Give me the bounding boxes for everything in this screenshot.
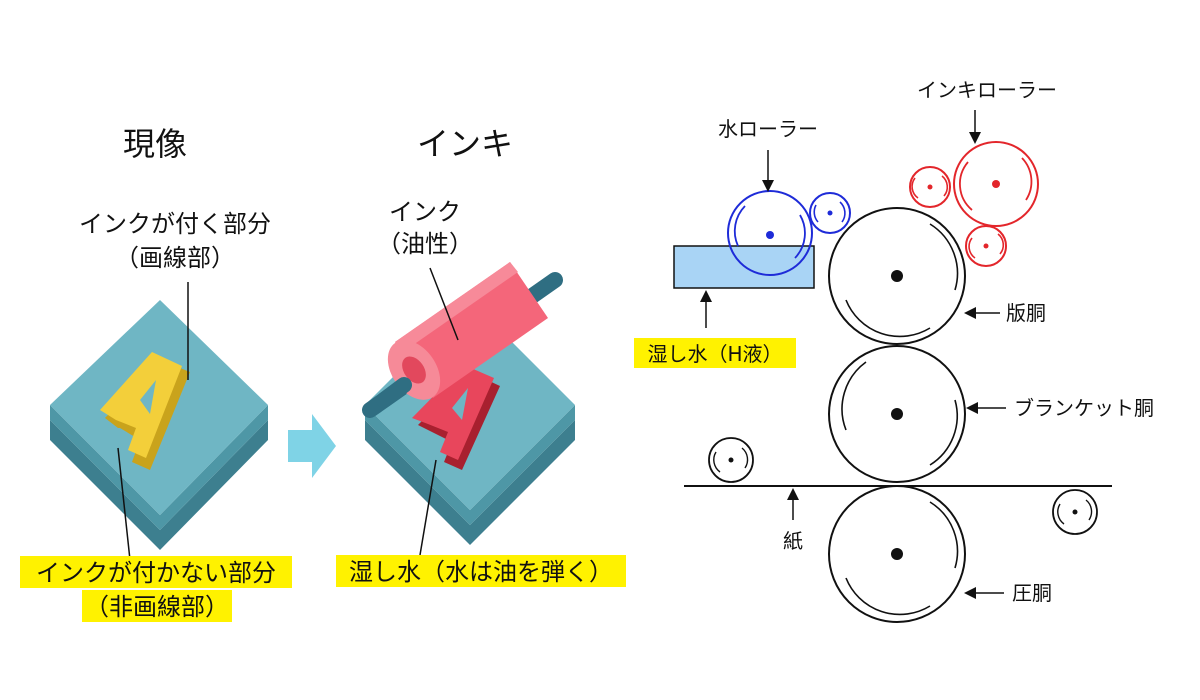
heading-ink: インキ <box>417 125 513 163</box>
delivery-roller <box>1052 489 1098 535</box>
ink-roller-small-bottom <box>965 225 1007 267</box>
label-water-roller: 水ローラー <box>718 117 818 141</box>
process-arrow-icon <box>288 414 336 478</box>
label-nonimage-area-sub: （非画線部） <box>85 593 229 621</box>
highlight-dampening <box>336 555 626 587</box>
highlight-nonimage-sub <box>82 590 232 622</box>
pointer-ink <box>429 267 459 341</box>
label-ink: インク <box>389 198 461 226</box>
feed-roller <box>708 437 754 483</box>
ink-roller <box>953 141 1039 227</box>
pointer-nonimage-area <box>117 447 131 561</box>
label-paper: 紙 <box>783 529 803 553</box>
ink-roller-small-left <box>909 166 951 208</box>
highlight-nonimage-area <box>20 556 292 588</box>
label-impression-cylinder: 圧胴 <box>1012 581 1052 605</box>
label-plate-cylinder: 版胴 <box>1006 301 1046 325</box>
highlight-fountain <box>634 338 796 368</box>
impression-cylinder <box>828 485 966 623</box>
blanket-cylinder <box>828 345 966 483</box>
label-blanket-cylinder: ブランケット胴 <box>1014 396 1154 420</box>
letter-a-red <box>412 365 500 470</box>
pointer-dampening <box>419 459 437 556</box>
plate-cylinder <box>828 207 966 345</box>
label-fountain: 湿し水（H液） <box>647 342 782 366</box>
label-nonimage-area: インクが付かない部分 <box>36 559 276 587</box>
letter-a-yellow <box>100 352 190 470</box>
heading-develop: 現像 <box>123 125 187 163</box>
ink-roller-icon <box>362 262 563 418</box>
label-image-area: インクが付く部分 <box>79 210 271 238</box>
label-dampening: 湿し水（水は油を弾く） <box>349 558 613 586</box>
label-ink-sub: （油性） <box>377 230 473 258</box>
label-image-area-sub: （画線部） <box>115 244 235 272</box>
water-roller-small <box>809 192 851 234</box>
label-ink-roller: インキローラー <box>917 78 1057 102</box>
